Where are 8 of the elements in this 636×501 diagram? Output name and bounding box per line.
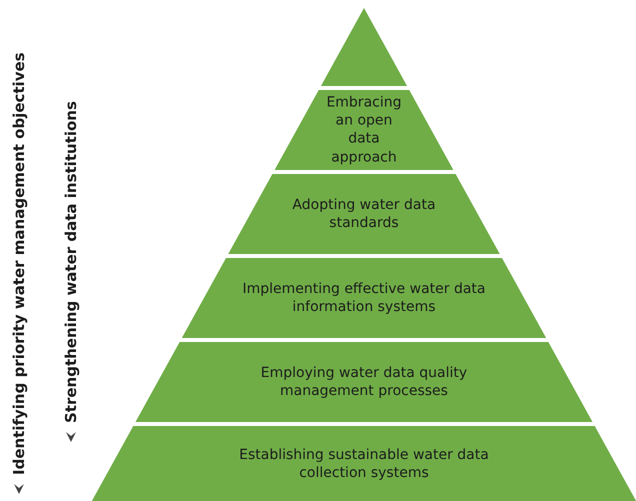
tier-label: Employing water data quality management processes	[260, 364, 468, 400]
tier-label: Implementing effective water data information systems	[241, 280, 486, 316]
side-label: Strengthening water data institutions	[62, 101, 80, 423]
side-label: Identifying priority water management objectives	[10, 52, 28, 475]
tier-label: Embracing an open data approach	[325, 94, 402, 166]
pyramid-tier	[92, 426, 636, 501]
tier-label: Establishing sustainable water data collection systems	[238, 445, 490, 482]
tier-label: Adopting water data standards	[291, 196, 437, 232]
